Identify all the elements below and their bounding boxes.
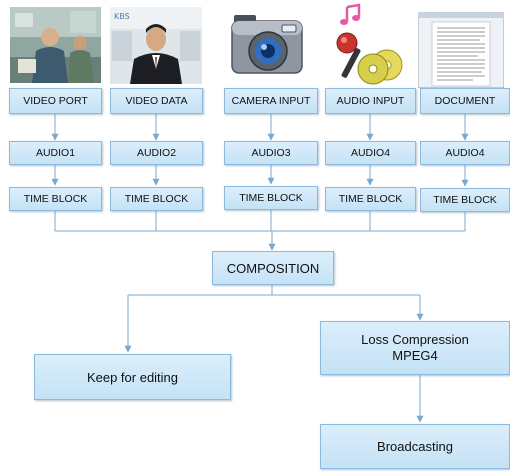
audio2-box: AUDIO2 [110, 141, 203, 165]
loss-compression-box: Loss Compression MPEG4 [320, 321, 510, 375]
composition-box: COMPOSITION [212, 251, 334, 285]
man-in-suit-photo: KBS [110, 7, 202, 84]
video-port-box: VIDEO PORT [9, 88, 102, 114]
camera-icon [230, 5, 306, 87]
document-page-icon [418, 12, 504, 88]
camera-input-box: CAMERA INPUT [224, 88, 318, 114]
svg-text:KBS: KBS [114, 12, 130, 21]
meeting-photo [10, 7, 101, 83]
keep-for-editing-box: Keep for editing [34, 354, 231, 400]
audio3-box: AUDIO3 [224, 141, 318, 165]
time-block-4: TIME BLOCK [325, 187, 416, 211]
audio4-box: AUDIO4 [325, 141, 416, 165]
audio4-doc-box: AUDIO4 [420, 141, 510, 165]
audio1-box: AUDIO1 [9, 141, 102, 165]
music-cd-microphone-icon [331, 3, 407, 87]
video-data-box: VIDEO DATA [110, 88, 203, 114]
audio-input-box: AUDIO INPUT [325, 88, 416, 114]
document-box: DOCUMENT [420, 88, 510, 114]
broadcasting-box: Broadcasting [320, 424, 510, 469]
time-block-2: TIME BLOCK [110, 187, 203, 211]
time-block-5: TIME BLOCK [420, 188, 510, 212]
time-block-3: TIME BLOCK [224, 186, 318, 210]
time-block-1: TIME BLOCK [9, 187, 102, 211]
